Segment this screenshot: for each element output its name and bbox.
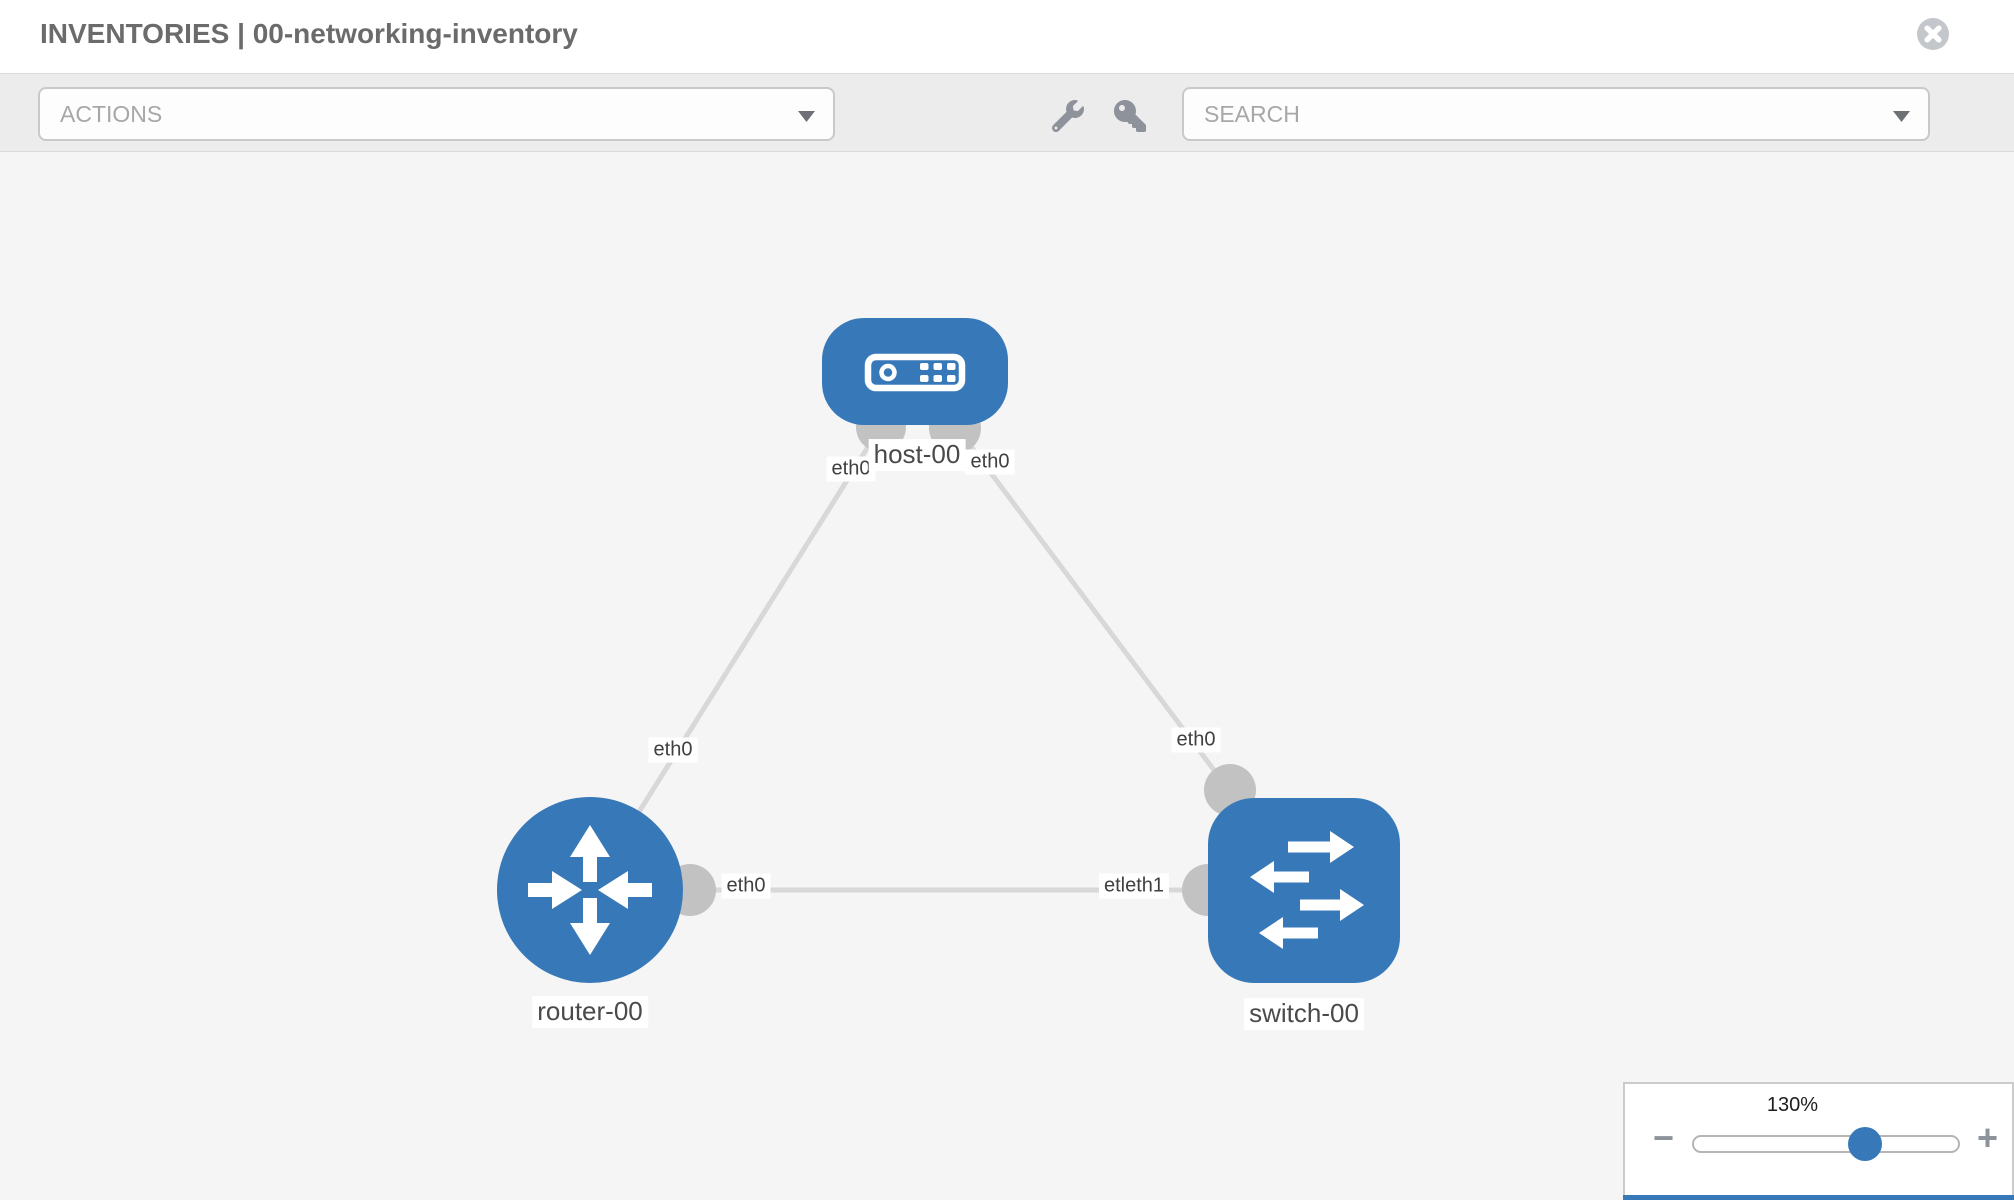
- zoom-slider-track[interactable]: [1692, 1135, 1960, 1153]
- node-host-00[interactable]: [822, 318, 1008, 425]
- x-circle-icon: [1917, 18, 1949, 50]
- switch-icon: [1250, 831, 1364, 949]
- wrench-tool-button[interactable]: [1051, 100, 1084, 137]
- zoom-out-button[interactable]: −: [1653, 1117, 1675, 1158]
- interface-label: eth0: [1171, 727, 1221, 753]
- node-label-switch-00: switch-00: [1244, 998, 1364, 1030]
- host-icon: [864, 353, 966, 392]
- interface-label: eth0: [721, 873, 771, 899]
- interface-label: eth0: [965, 449, 1015, 475]
- router-icon: [528, 825, 652, 955]
- node-label-host-00: host-00: [868, 439, 966, 471]
- interface-label: eth0: [648, 737, 698, 763]
- wrench-icon: [1051, 100, 1084, 133]
- page-title: INVENTORIES | 00-networking-inventory: [40, 18, 578, 49]
- interface-label: etleth1: [1098, 873, 1170, 899]
- close-button[interactable]: [1916, 17, 1950, 51]
- interface-label: eth0: [826, 456, 876, 482]
- toolbar: ACTIONS SEARCH: [0, 73, 2014, 152]
- panel-footer-bar: [1623, 1195, 2014, 1200]
- key-tool-button[interactable]: [1114, 100, 1146, 137]
- zoom-slider-handle[interactable]: [1848, 1127, 1882, 1161]
- chevron-down-icon: [798, 111, 815, 122]
- topology-canvas[interactable]: eth0 eth0 eth0 eth0 etleth1 eth0 host-00…: [0, 152, 2014, 1200]
- zoom-in-button[interactable]: +: [1977, 1117, 1999, 1158]
- node-label-router-00: router-00: [532, 996, 648, 1028]
- key-icon: [1114, 100, 1146, 132]
- search-dropdown[interactable]: SEARCH: [1182, 87, 1930, 141]
- window-header: INVENTORIES | 00-networking-inventory: [0, 0, 2014, 73]
- zoom-level-value: 130%: [1766, 1094, 1819, 1116]
- node-router-00[interactable]: [497, 797, 683, 983]
- search-dropdown-label: SEARCH: [1204, 100, 1300, 127]
- node-switch-00[interactable]: [1208, 798, 1400, 983]
- zoom-control-panel: 130% − +: [1623, 1082, 2014, 1200]
- actions-dropdown[interactable]: ACTIONS: [38, 87, 835, 141]
- chevron-down-icon: [1893, 111, 1910, 122]
- actions-dropdown-label: ACTIONS: [60, 100, 163, 127]
